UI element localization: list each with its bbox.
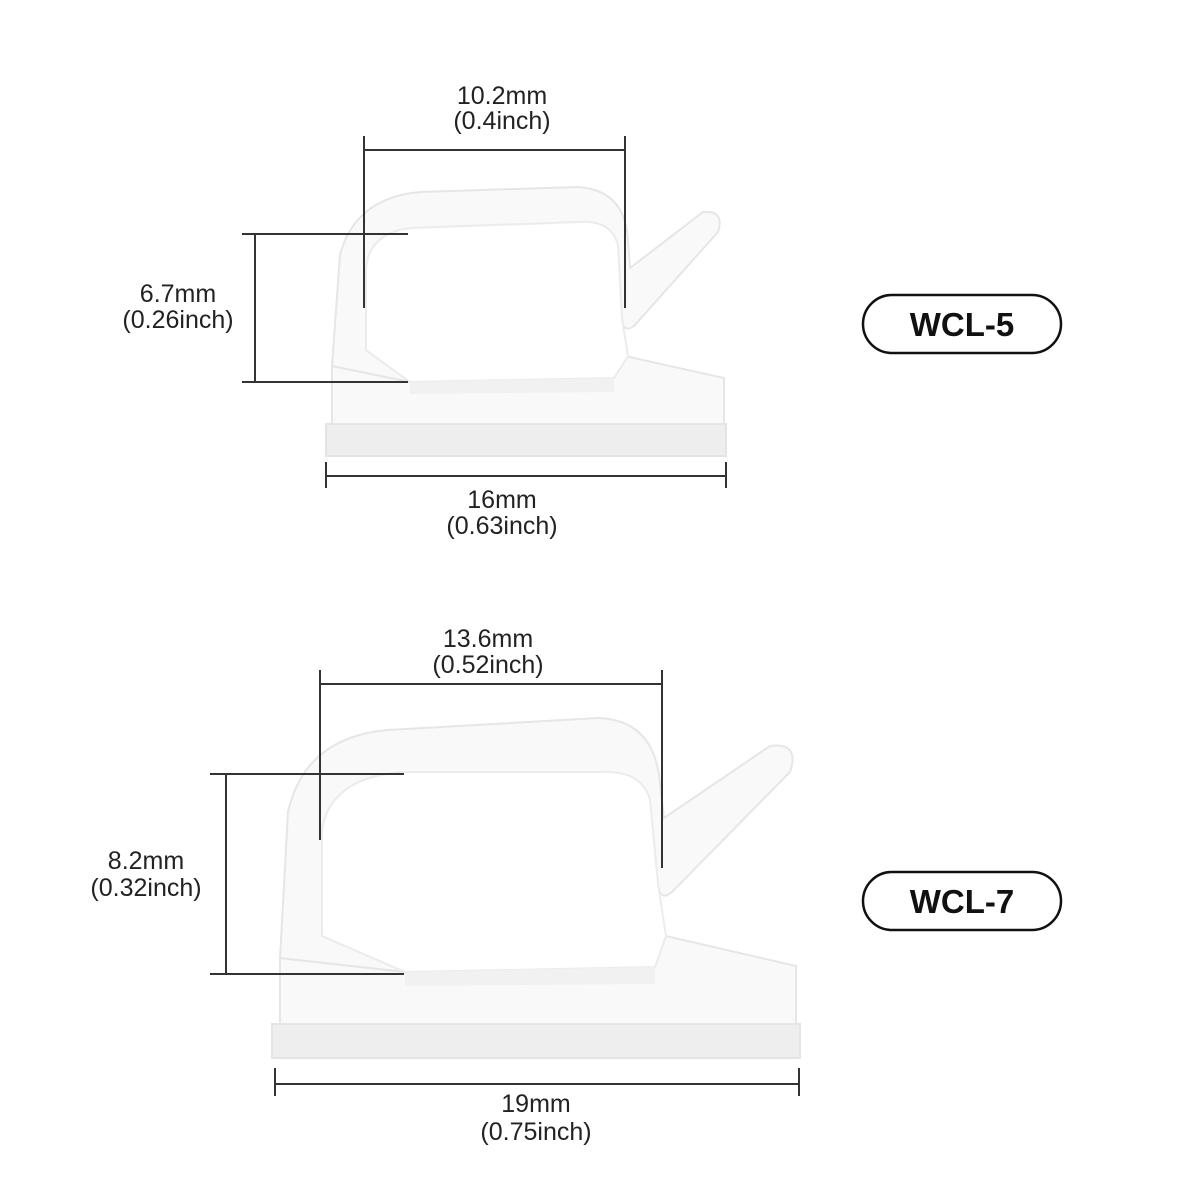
model-badge: WCL-7	[861, 870, 1063, 932]
model-badge: WCL-5	[861, 293, 1063, 355]
clip-wcl-7: 13.6mm (0.52inch) 8.2mm (0.32inch) 19mm …	[90, 625, 1063, 1146]
height-dimension: 8.2mm (0.32inch)	[90, 773, 404, 975]
width-mm-label: 10.2mm	[457, 82, 547, 110]
width-inch-label: (0.4inch)	[453, 107, 550, 135]
adhesive-tape	[325, 423, 727, 457]
length-inch-label: (0.75inch)	[480, 1118, 591, 1146]
length-inch-label: (0.63inch)	[446, 512, 557, 540]
clip-inner-floor	[410, 378, 614, 394]
model-badge-outline	[861, 293, 1063, 355]
width-inch-label: (0.52inch)	[432, 651, 543, 679]
height-mm-label: 6.7mm	[140, 280, 216, 308]
clip-wcl-5: 10.2mm (0.4inch) 6.7mm (0.26inch) 16mm (…	[122, 82, 1063, 540]
clip-opening	[321, 770, 668, 974]
clip-drawing	[325, 185, 727, 457]
clip-inner-floor	[405, 967, 655, 986]
length-dimension: 19mm (0.75inch)	[274, 1068, 800, 1146]
clip-opening	[365, 220, 630, 384]
height-inch-label: (0.26inch)	[122, 306, 233, 334]
model-badge-label: WCL-5	[910, 306, 1014, 343]
length-mm-label: 16mm	[467, 486, 536, 514]
height-mm-label: 8.2mm	[108, 847, 184, 875]
height-dimension: 6.7mm (0.26inch)	[122, 233, 408, 383]
adhesive-tape	[271, 1023, 801, 1059]
height-inch-label: (0.32inch)	[90, 874, 201, 902]
model-badge-outline	[861, 870, 1063, 932]
clip-drawing	[271, 716, 801, 1059]
width-mm-label: 13.6mm	[443, 625, 533, 653]
length-dimension: 16mm (0.63inch)	[325, 462, 727, 540]
width-dimension: 10.2mm (0.4inch)	[363, 82, 626, 308]
length-mm-label: 19mm	[501, 1090, 570, 1118]
model-badge-label: WCL-7	[910, 883, 1014, 920]
width-dimension: 13.6mm (0.52inch)	[319, 625, 663, 868]
